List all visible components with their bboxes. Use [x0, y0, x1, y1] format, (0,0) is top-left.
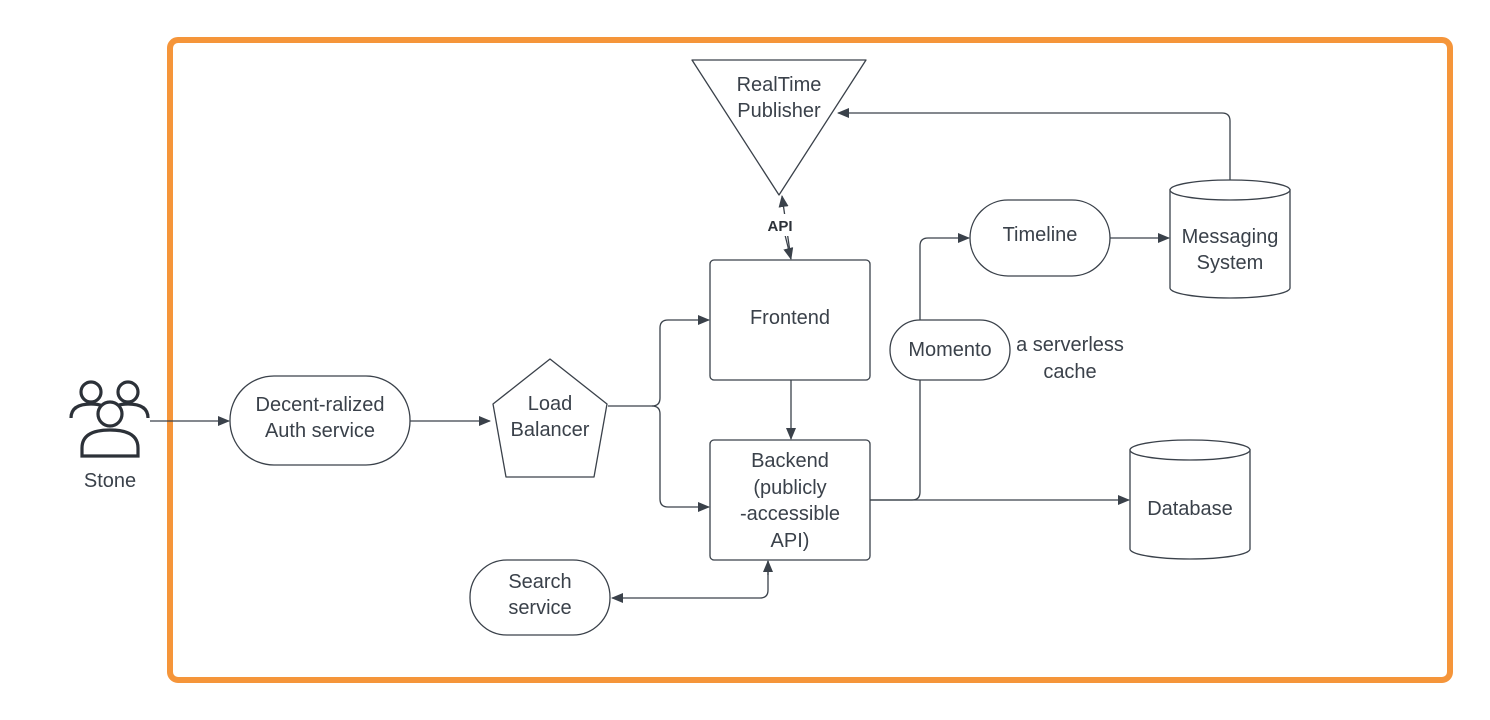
momento-node[interactable]: Momento [889, 319, 1011, 381]
messaging-system-node[interactable]: Messaging System [1169, 179, 1291, 299]
timeline-node[interactable]: Timeline [969, 199, 1111, 277]
momento-note-2: cache [1043, 361, 1096, 383]
backend-node[interactable]: Backend (publicly -accessible API) [709, 439, 871, 561]
search-service-label-1: Search [508, 571, 571, 593]
realtime-publisher-label-2: Publisher [737, 100, 821, 122]
edge-loadbalancer-to-backend [651, 405, 710, 512]
timeline-label: Timeline [1003, 224, 1078, 246]
edge-messaging-to-realtime [837, 108, 1231, 180]
backend-label-1: Backend [751, 450, 829, 472]
load-balancer-label-2: Balancer [511, 419, 590, 441]
realtime-publisher-node[interactable]: RealTime Publisher [691, 59, 867, 196]
auth-service-node[interactable]: Decent-ralized Auth service [229, 375, 411, 466]
auth-service-label-1: Decent-ralized [256, 394, 385, 416]
edge-realtime-frontend-api [783, 234, 794, 260]
frontend-node[interactable]: Frontend [709, 259, 871, 381]
edge-backend-search [611, 561, 769, 603]
load-balancer-node[interactable]: Load Balancer [492, 358, 608, 478]
backend-label-2: (publicly [753, 477, 826, 499]
database-node[interactable]: Database [1129, 439, 1251, 560]
auth-service-label-2: Auth service [265, 420, 375, 442]
search-service-label-2: service [508, 597, 571, 619]
messaging-system-label-1: Messaging [1182, 226, 1279, 248]
edge-loadbalancer-to-frontend [608, 315, 710, 407]
actor-label: Stone [84, 470, 136, 492]
users-group-icon [69, 380, 150, 458]
messaging-system-label-2: System [1197, 252, 1264, 274]
api-label: API [767, 218, 792, 235]
search-service-node[interactable]: Search service [469, 559, 611, 636]
backend-label-3: -accessible [740, 503, 840, 525]
database-label: Database [1147, 498, 1233, 520]
realtime-publisher-label-1: RealTime [737, 74, 822, 96]
load-balancer-label-1: Load [528, 393, 573, 415]
system-boundary [167, 37, 1453, 683]
momento-label: Momento [908, 339, 991, 361]
backend-label-4: API) [771, 530, 810, 552]
frontend-label: Frontend [750, 307, 830, 329]
momento-note-1: a serverless [1016, 334, 1124, 356]
